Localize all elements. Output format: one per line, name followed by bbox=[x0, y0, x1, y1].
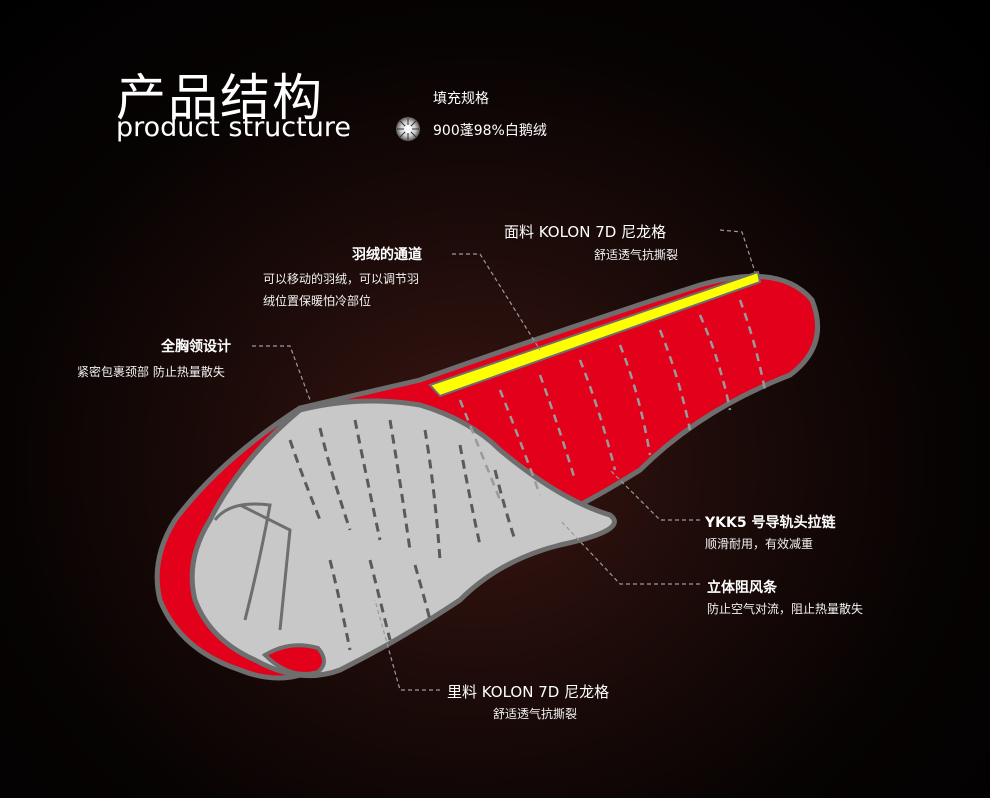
lining-desc: 舒适透气抗撕裂 bbox=[493, 707, 578, 721]
shell-baffles bbox=[458, 299, 767, 501]
collar-desc: 紧密包裹颈部 防止热量散失 bbox=[77, 365, 225, 379]
down-channel-label: 羽绒的通道 bbox=[352, 247, 422, 263]
fill-spec-value: 900蓬98%白鹅绒 bbox=[433, 123, 547, 139]
inner-lining bbox=[189, 398, 617, 679]
down-feather-icon bbox=[396, 117, 420, 141]
zipper-strip bbox=[428, 270, 762, 398]
lining-baffles bbox=[288, 419, 517, 651]
draft-tube-label: 立体阻风条 bbox=[707, 580, 777, 596]
face-fabric-label: 面料 KOLON 7D 尼龙格 bbox=[504, 223, 667, 241]
fill-spec-title: 填充规格 bbox=[433, 91, 489, 107]
lining-seams bbox=[213, 502, 292, 631]
page-title: 产品结构 bbox=[116, 69, 324, 127]
leader-lines bbox=[252, 229, 756, 691]
collar-label: 全胸领设计 bbox=[161, 339, 231, 355]
zipper-desc: 顺滑耐用，有效减重 bbox=[705, 537, 814, 551]
hood-lip bbox=[261, 643, 326, 676]
down-channel-desc-2: 绒位置保暖怕冷部位 bbox=[263, 294, 372, 308]
down-channel-desc-1: 可以移动的羽绒，可以调节羽 bbox=[263, 272, 420, 286]
lining-label: 里料 KOLON 7D 尼龙格 bbox=[447, 683, 610, 701]
face-fabric-desc: 舒适透气抗撕裂 bbox=[594, 248, 679, 262]
page-subtitle: product structure bbox=[116, 112, 351, 143]
zipper-label: YKK5 号导轨头拉链 bbox=[705, 515, 836, 531]
draft-tube-desc: 防止空气对流，阻止热量散失 bbox=[707, 602, 864, 616]
